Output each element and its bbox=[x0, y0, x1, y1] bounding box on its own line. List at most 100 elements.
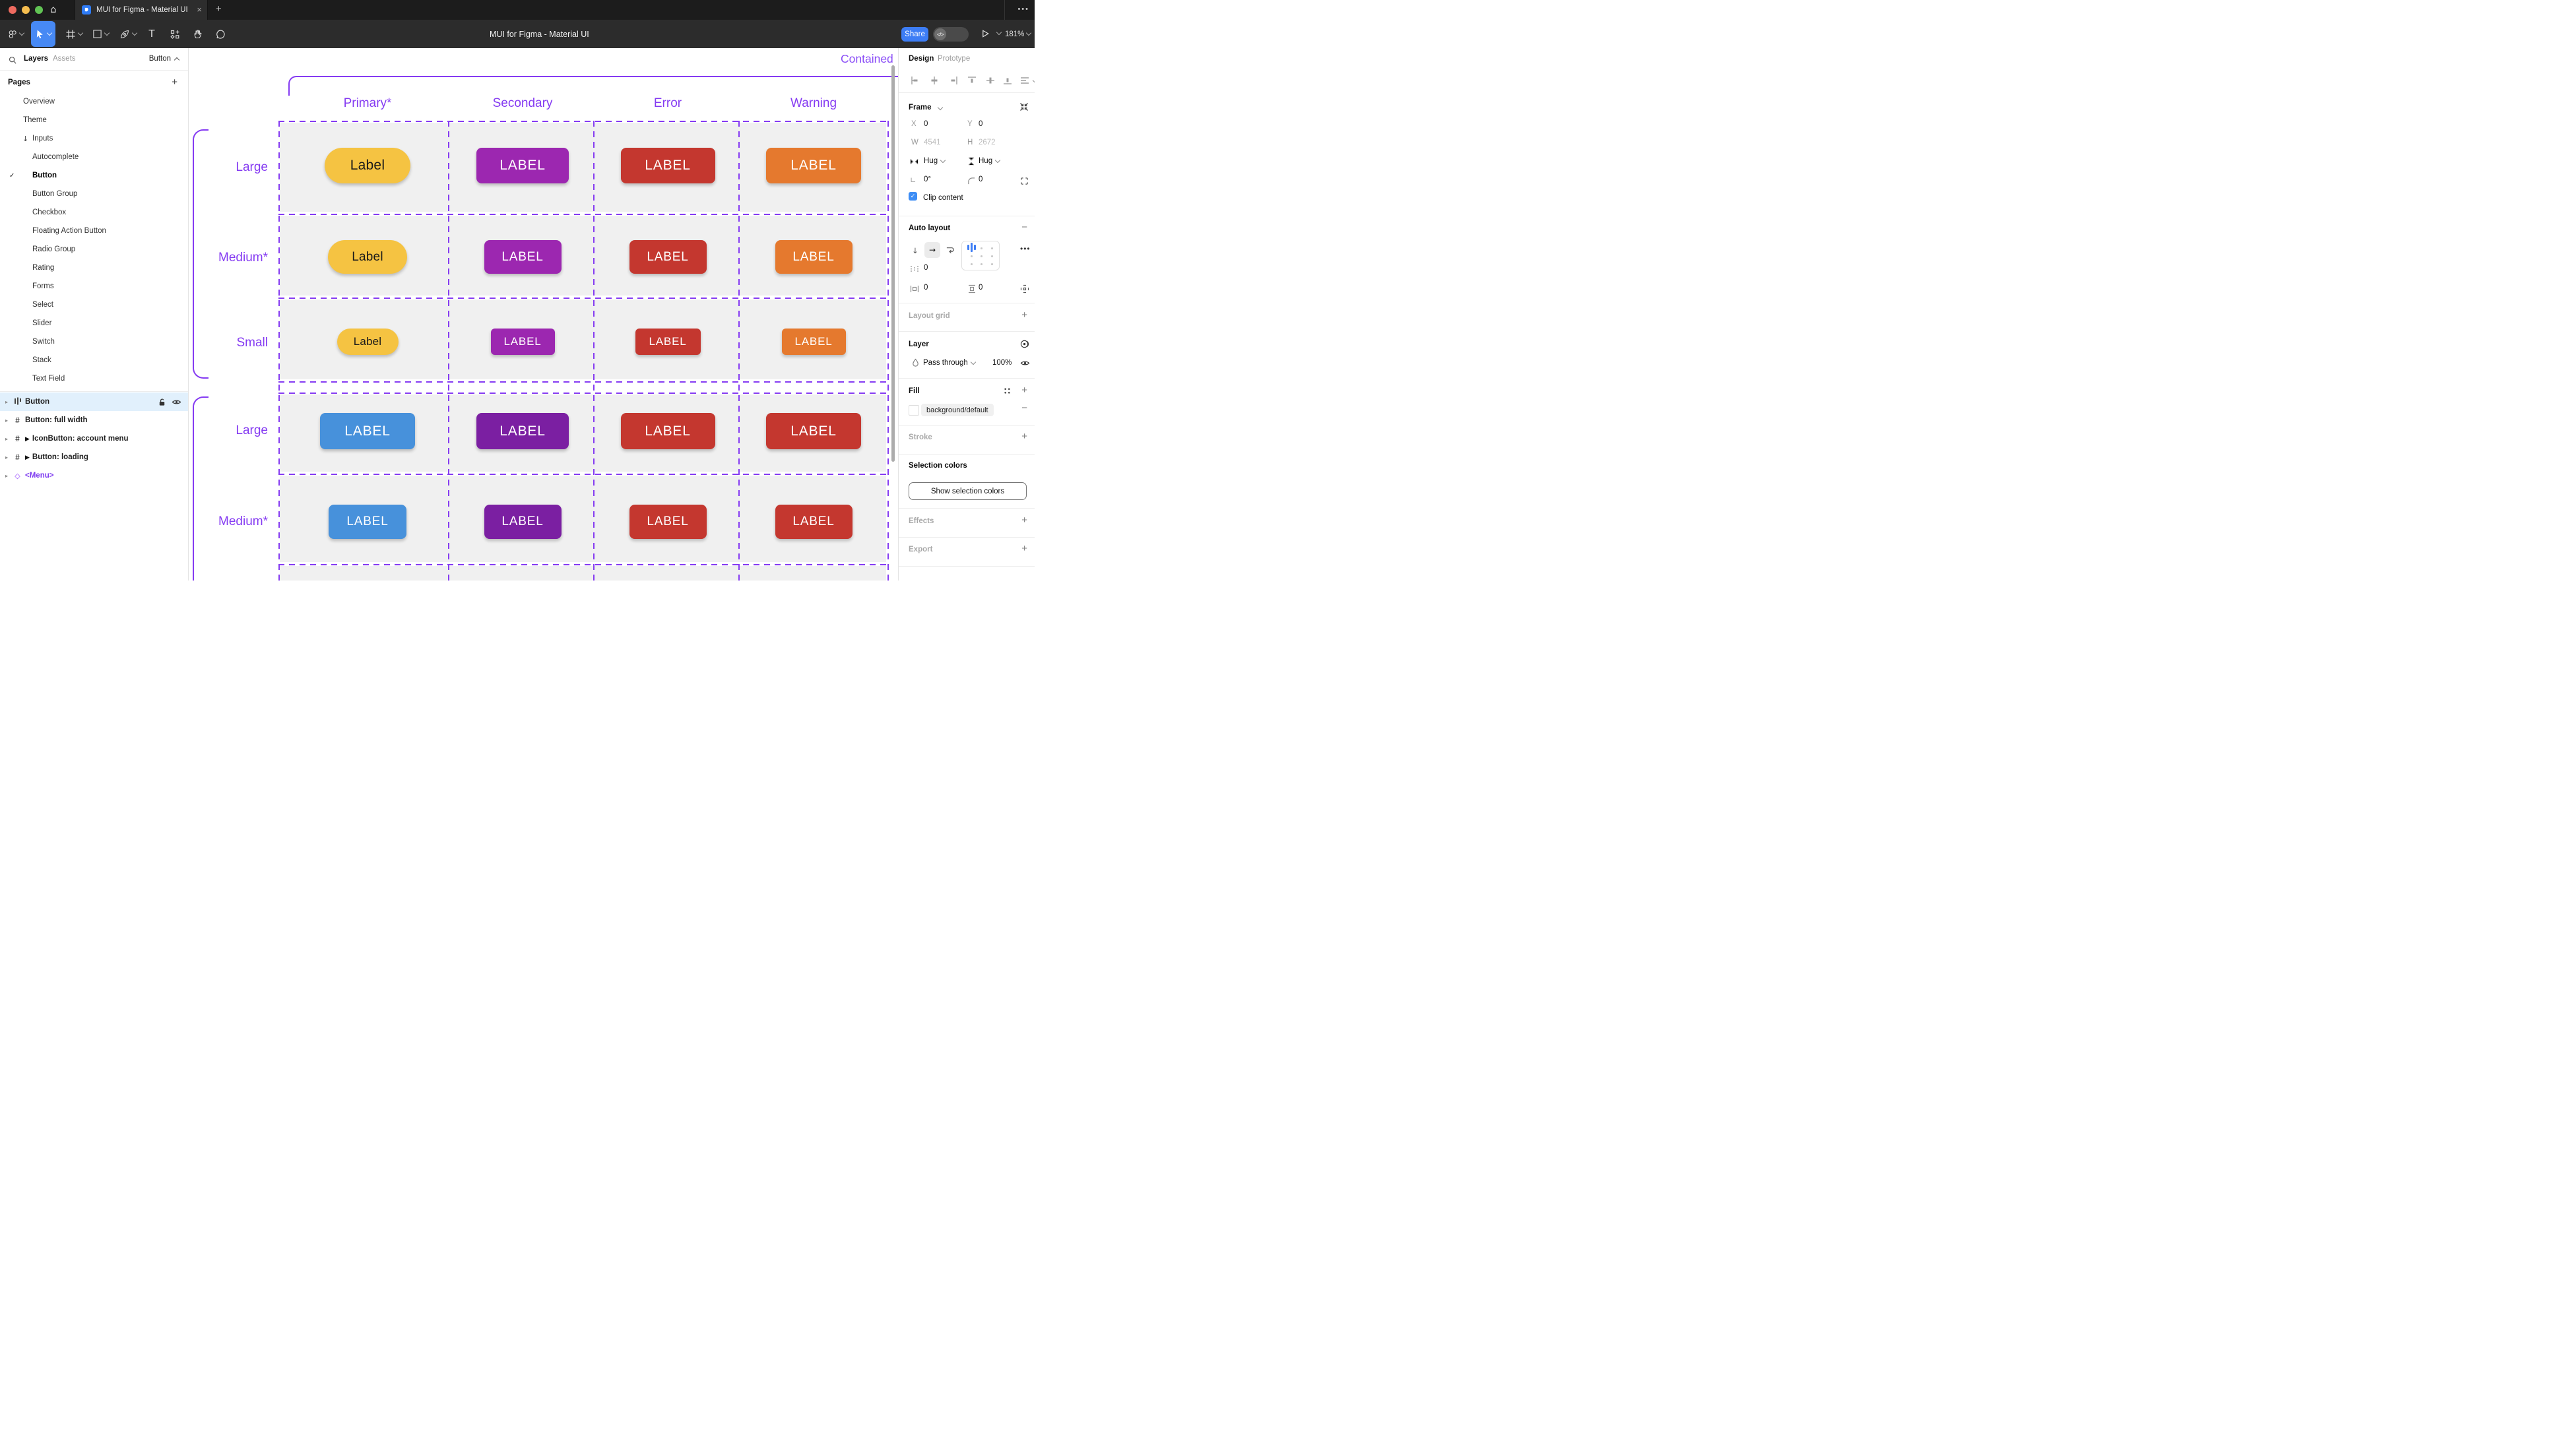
styles-icon[interactable] bbox=[1003, 387, 1012, 395]
search-icon[interactable] bbox=[9, 56, 16, 64]
export-section-title[interactable]: Export bbox=[909, 546, 933, 553]
blend-mode-icon[interactable] bbox=[1020, 339, 1030, 349]
mui-button-primary[interactable]: LABEL bbox=[320, 413, 415, 449]
mui-button-warning[interactable]: LABEL bbox=[781, 329, 846, 355]
w-value[interactable]: 4541 bbox=[924, 139, 941, 146]
fill-token-chip[interactable]: background/default bbox=[921, 404, 994, 416]
add-export-button[interactable]: + bbox=[1021, 543, 1027, 554]
unlock-icon[interactable] bbox=[158, 398, 166, 406]
mui-button-secondary-dark[interactable]: LABEL bbox=[484, 505, 562, 539]
eye-icon[interactable] bbox=[1020, 358, 1030, 368]
page-item-theme[interactable]: Theme bbox=[0, 111, 188, 129]
page-item-button[interactable]: ✓Button bbox=[0, 166, 188, 185]
show-selection-colors-button[interactable]: Show selection colors bbox=[909, 482, 1027, 500]
page-item-stack[interactable]: Stack bbox=[0, 351, 188, 369]
h-value[interactable]: 2672 bbox=[979, 139, 996, 146]
tab-layers[interactable]: Layers bbox=[24, 55, 49, 63]
hand-tool-icon[interactable] bbox=[191, 20, 205, 48]
auto-layout-horizontal-icon-selected[interactable]: → bbox=[924, 242, 940, 258]
minimize-window-button[interactable] bbox=[22, 6, 30, 14]
layer-item-button-loading[interactable]: ▸#▶Button: loading bbox=[0, 448, 188, 466]
mui-button-error[interactable]: LABEL bbox=[629, 240, 707, 274]
close-window-button[interactable] bbox=[9, 6, 16, 14]
clip-content-checkbox[interactable]: ✓ bbox=[909, 192, 917, 201]
auto-layout-wrap-icon[interactable] bbox=[946, 245, 955, 255]
blend-mode-select[interactable]: Pass through bbox=[923, 359, 977, 367]
layer-item-button[interactable]: ▸Button bbox=[0, 393, 188, 411]
mui-button-error[interactable]: LABEL bbox=[766, 413, 861, 449]
zoom-window-button[interactable] bbox=[35, 6, 43, 14]
independent-padding-icon[interactable] bbox=[1020, 284, 1029, 294]
frame-tool-icon[interactable] bbox=[64, 20, 84, 48]
new-tab-button[interactable]: + bbox=[216, 3, 222, 15]
align-top-icon[interactable] bbox=[967, 76, 977, 85]
tab-design[interactable]: Design bbox=[909, 55, 934, 63]
tab-assets[interactable]: Assets bbox=[53, 55, 76, 63]
mui-button-primary-custom[interactable]: Label bbox=[337, 329, 399, 355]
page-selector[interactable]: Button bbox=[149, 55, 180, 63]
remove-fill-button[interactable]: − bbox=[1021, 402, 1027, 414]
mui-button-secondary[interactable]: LABEL bbox=[484, 240, 562, 274]
expand-caret-icon[interactable]: ▸ bbox=[5, 417, 9, 424]
collapse-panel-icon[interactable] bbox=[1019, 102, 1029, 111]
mui-button-error[interactable]: LABEL bbox=[620, 148, 715, 183]
mui-button-primary-custom[interactable]: Label bbox=[328, 240, 407, 274]
rotation-value[interactable]: 0° bbox=[924, 175, 931, 183]
align-bottom-icon[interactable] bbox=[1003, 76, 1012, 85]
tab-prototype[interactable]: Prototype bbox=[938, 55, 971, 63]
expand-caret-icon[interactable]: ▸ bbox=[5, 472, 9, 479]
page-item-floating-action-button[interactable]: Floating Action Button bbox=[0, 222, 188, 240]
present-chevron-icon[interactable] bbox=[996, 29, 1002, 36]
zoom-level-control[interactable]: 181% bbox=[1005, 20, 1032, 48]
add-layout-grid-button[interactable]: + bbox=[1021, 309, 1027, 321]
home-icon[interactable]: ⌂ bbox=[50, 3, 57, 15]
layout-grid-section-title[interactable]: Layout grid bbox=[909, 312, 950, 320]
stroke-section-title[interactable]: Stroke bbox=[909, 433, 932, 441]
align-left-icon[interactable] bbox=[911, 76, 920, 85]
share-button[interactable]: Share bbox=[901, 27, 928, 42]
main-menu-figma-icon[interactable] bbox=[5, 20, 25, 48]
chevron-down-icon[interactable] bbox=[937, 104, 944, 111]
add-stroke-button[interactable]: + bbox=[1021, 431, 1027, 442]
layer-item--menu-[interactable]: ▸◇<Menu> bbox=[0, 466, 188, 485]
hug-vertical[interactable]: Hug bbox=[979, 157, 1001, 165]
fill-color-swatch[interactable] bbox=[909, 405, 919, 416]
actions-tool-icon[interactable] bbox=[168, 20, 181, 48]
auto-layout-more-icon[interactable]: ••• bbox=[1020, 244, 1031, 253]
page-item-text-field[interactable]: Text Field bbox=[0, 369, 188, 388]
mui-button-secondary[interactable]: LABEL bbox=[476, 148, 569, 183]
expand-caret-icon[interactable]: ▸ bbox=[5, 454, 9, 460]
align-h-center-icon[interactable] bbox=[930, 76, 939, 85]
horizontal-padding-value[interactable]: 0 bbox=[924, 284, 928, 292]
layer-item-button-full-width[interactable]: ▸#Button: full width bbox=[0, 411, 188, 429]
mui-button-secondary-dark[interactable]: LABEL bbox=[476, 413, 569, 449]
align-v-center-icon[interactable] bbox=[986, 76, 995, 85]
expand-caret-icon[interactable]: ▸ bbox=[5, 398, 9, 405]
comment-tool-icon[interactable] bbox=[214, 20, 227, 48]
component-arrow-icon[interactable]: ▶ bbox=[25, 455, 30, 461]
pen-tool-icon[interactable] bbox=[118, 20, 138, 48]
align-right-icon[interactable] bbox=[949, 76, 958, 85]
layer-item-iconbutton-account-menu[interactable]: ▸#▶IconButton: account menu bbox=[0, 429, 188, 448]
mui-button-warning[interactable]: LABEL bbox=[766, 148, 861, 183]
distribute-icon[interactable] bbox=[1020, 76, 1029, 88]
add-effect-button[interactable]: + bbox=[1021, 515, 1027, 526]
shape-tool-icon[interactable] bbox=[90, 20, 110, 48]
mui-button-primary[interactable]: LABEL bbox=[329, 505, 406, 539]
independent-corners-icon[interactable] bbox=[1020, 177, 1029, 185]
text-tool-icon[interactable]: T bbox=[148, 28, 155, 40]
page-item-radio-group[interactable]: Radio Group bbox=[0, 240, 188, 259]
page-item-button-group[interactable]: Button Group bbox=[0, 185, 188, 203]
page-item-inputs[interactable]: ↓Inputs bbox=[0, 129, 188, 148]
add-page-button[interactable]: + bbox=[172, 77, 177, 88]
vertical-padding-value[interactable]: 0 bbox=[979, 284, 983, 292]
auto-layout-section-title[interactable]: Auto layout bbox=[909, 224, 951, 232]
layer-opacity[interactable]: 100% bbox=[992, 359, 1012, 367]
page-item-slider[interactable]: Slider bbox=[0, 314, 188, 332]
fill-section-title[interactable]: Fill bbox=[909, 387, 920, 395]
corner-radius-value[interactable]: 0 bbox=[979, 175, 983, 183]
move-tool-selected[interactable] bbox=[31, 21, 55, 47]
page-item-rating[interactable]: Rating bbox=[0, 259, 188, 277]
present-icon[interactable] bbox=[981, 29, 990, 42]
